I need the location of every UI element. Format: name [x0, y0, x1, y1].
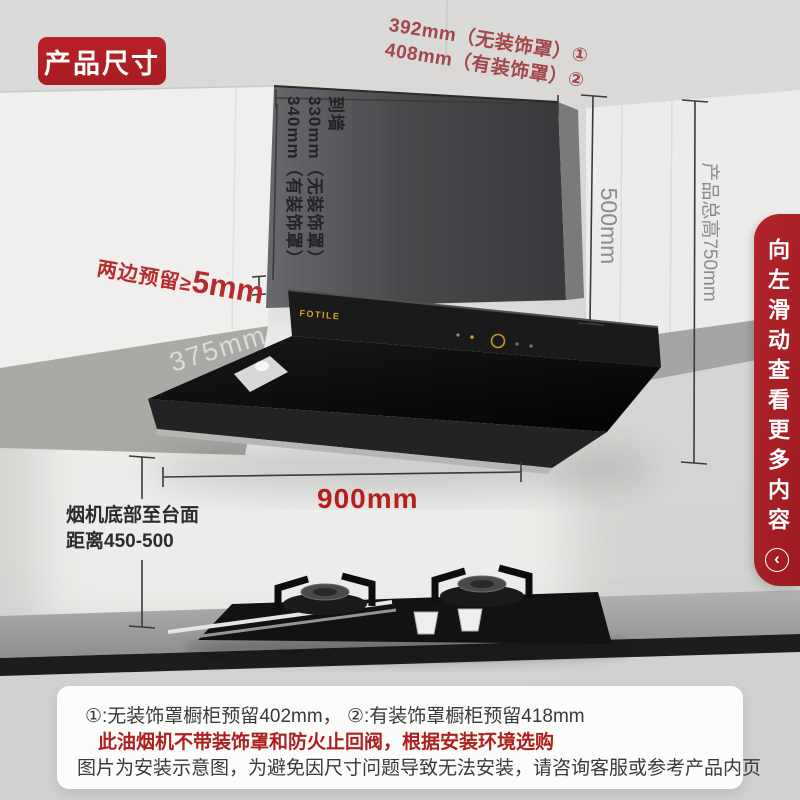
knob-right[interactable]	[457, 608, 483, 632]
hood-hinge	[234, 356, 288, 392]
footnote-reserve-sizes: ①:无装饰罩橱柜预留402mm， ②:有装饰罩橱柜预留418mm	[85, 706, 585, 727]
to-wall-annotation: 到墙 330mm（无装饰罩） 340mm（有装饰罩）	[282, 96, 346, 302]
chimney	[266, 85, 584, 308]
burner-left	[274, 572, 376, 615]
hood-control-icons[interactable]	[456, 333, 533, 349]
hood-control-band	[288, 290, 661, 367]
hood-width-label: 900mm	[317, 483, 419, 514]
hood-silver-strip	[156, 429, 552, 474]
total-height-label: 产品总高750mm	[699, 162, 720, 302]
gas-cooktop	[167, 564, 612, 644]
bottom-clearance-line2: 距离450-500	[66, 531, 174, 552]
swipe-left-text: 向左滑动查看更多内容	[765, 238, 790, 538]
chimney-side-face	[558, 102, 584, 300]
hood-glass-panel	[148, 336, 661, 432]
bottom-clearance-annotation: 烟机底部至台面 距离450-500	[66, 503, 199, 555]
product-size-badge: 产品尺寸	[38, 37, 166, 85]
hood-bottom-tray	[148, 399, 607, 468]
chimney-height-label: 500mm	[596, 187, 622, 265]
footnote-disclaimer: 图片为安装示意图，为避免因尺寸问题导致无法安装，请咨询客服或参考产品内页	[77, 758, 762, 779]
burner-right	[431, 564, 533, 607]
to-wall-depth-2: 340mm（有装饰罩）	[284, 96, 303, 268]
swipe-left-banner[interactable]: 向左滑动查看更多内容 ‹	[754, 214, 800, 586]
upper-seam	[445, 0, 448, 61]
to-wall-title: 到墙	[326, 96, 345, 132]
range-hood	[148, 289, 661, 474]
knob-left[interactable]	[413, 611, 439, 635]
dimension-lines	[128, 89, 709, 629]
footnote-panel: ①:无装饰罩橱柜预留402mm， ②:有装饰罩橱柜预留418mm 此油烟机不带装…	[57, 686, 761, 789]
bottom-clearance-line1: 烟机底部至台面	[66, 505, 200, 526]
chevron-left-icon[interactable]: ‹	[765, 548, 789, 572]
footnote-warning: 此油烟机不带装饰罩和防火止回阀，根据安装环境选购	[98, 732, 555, 753]
to-wall-depth-1: 330mm（无装饰罩）	[305, 96, 324, 268]
